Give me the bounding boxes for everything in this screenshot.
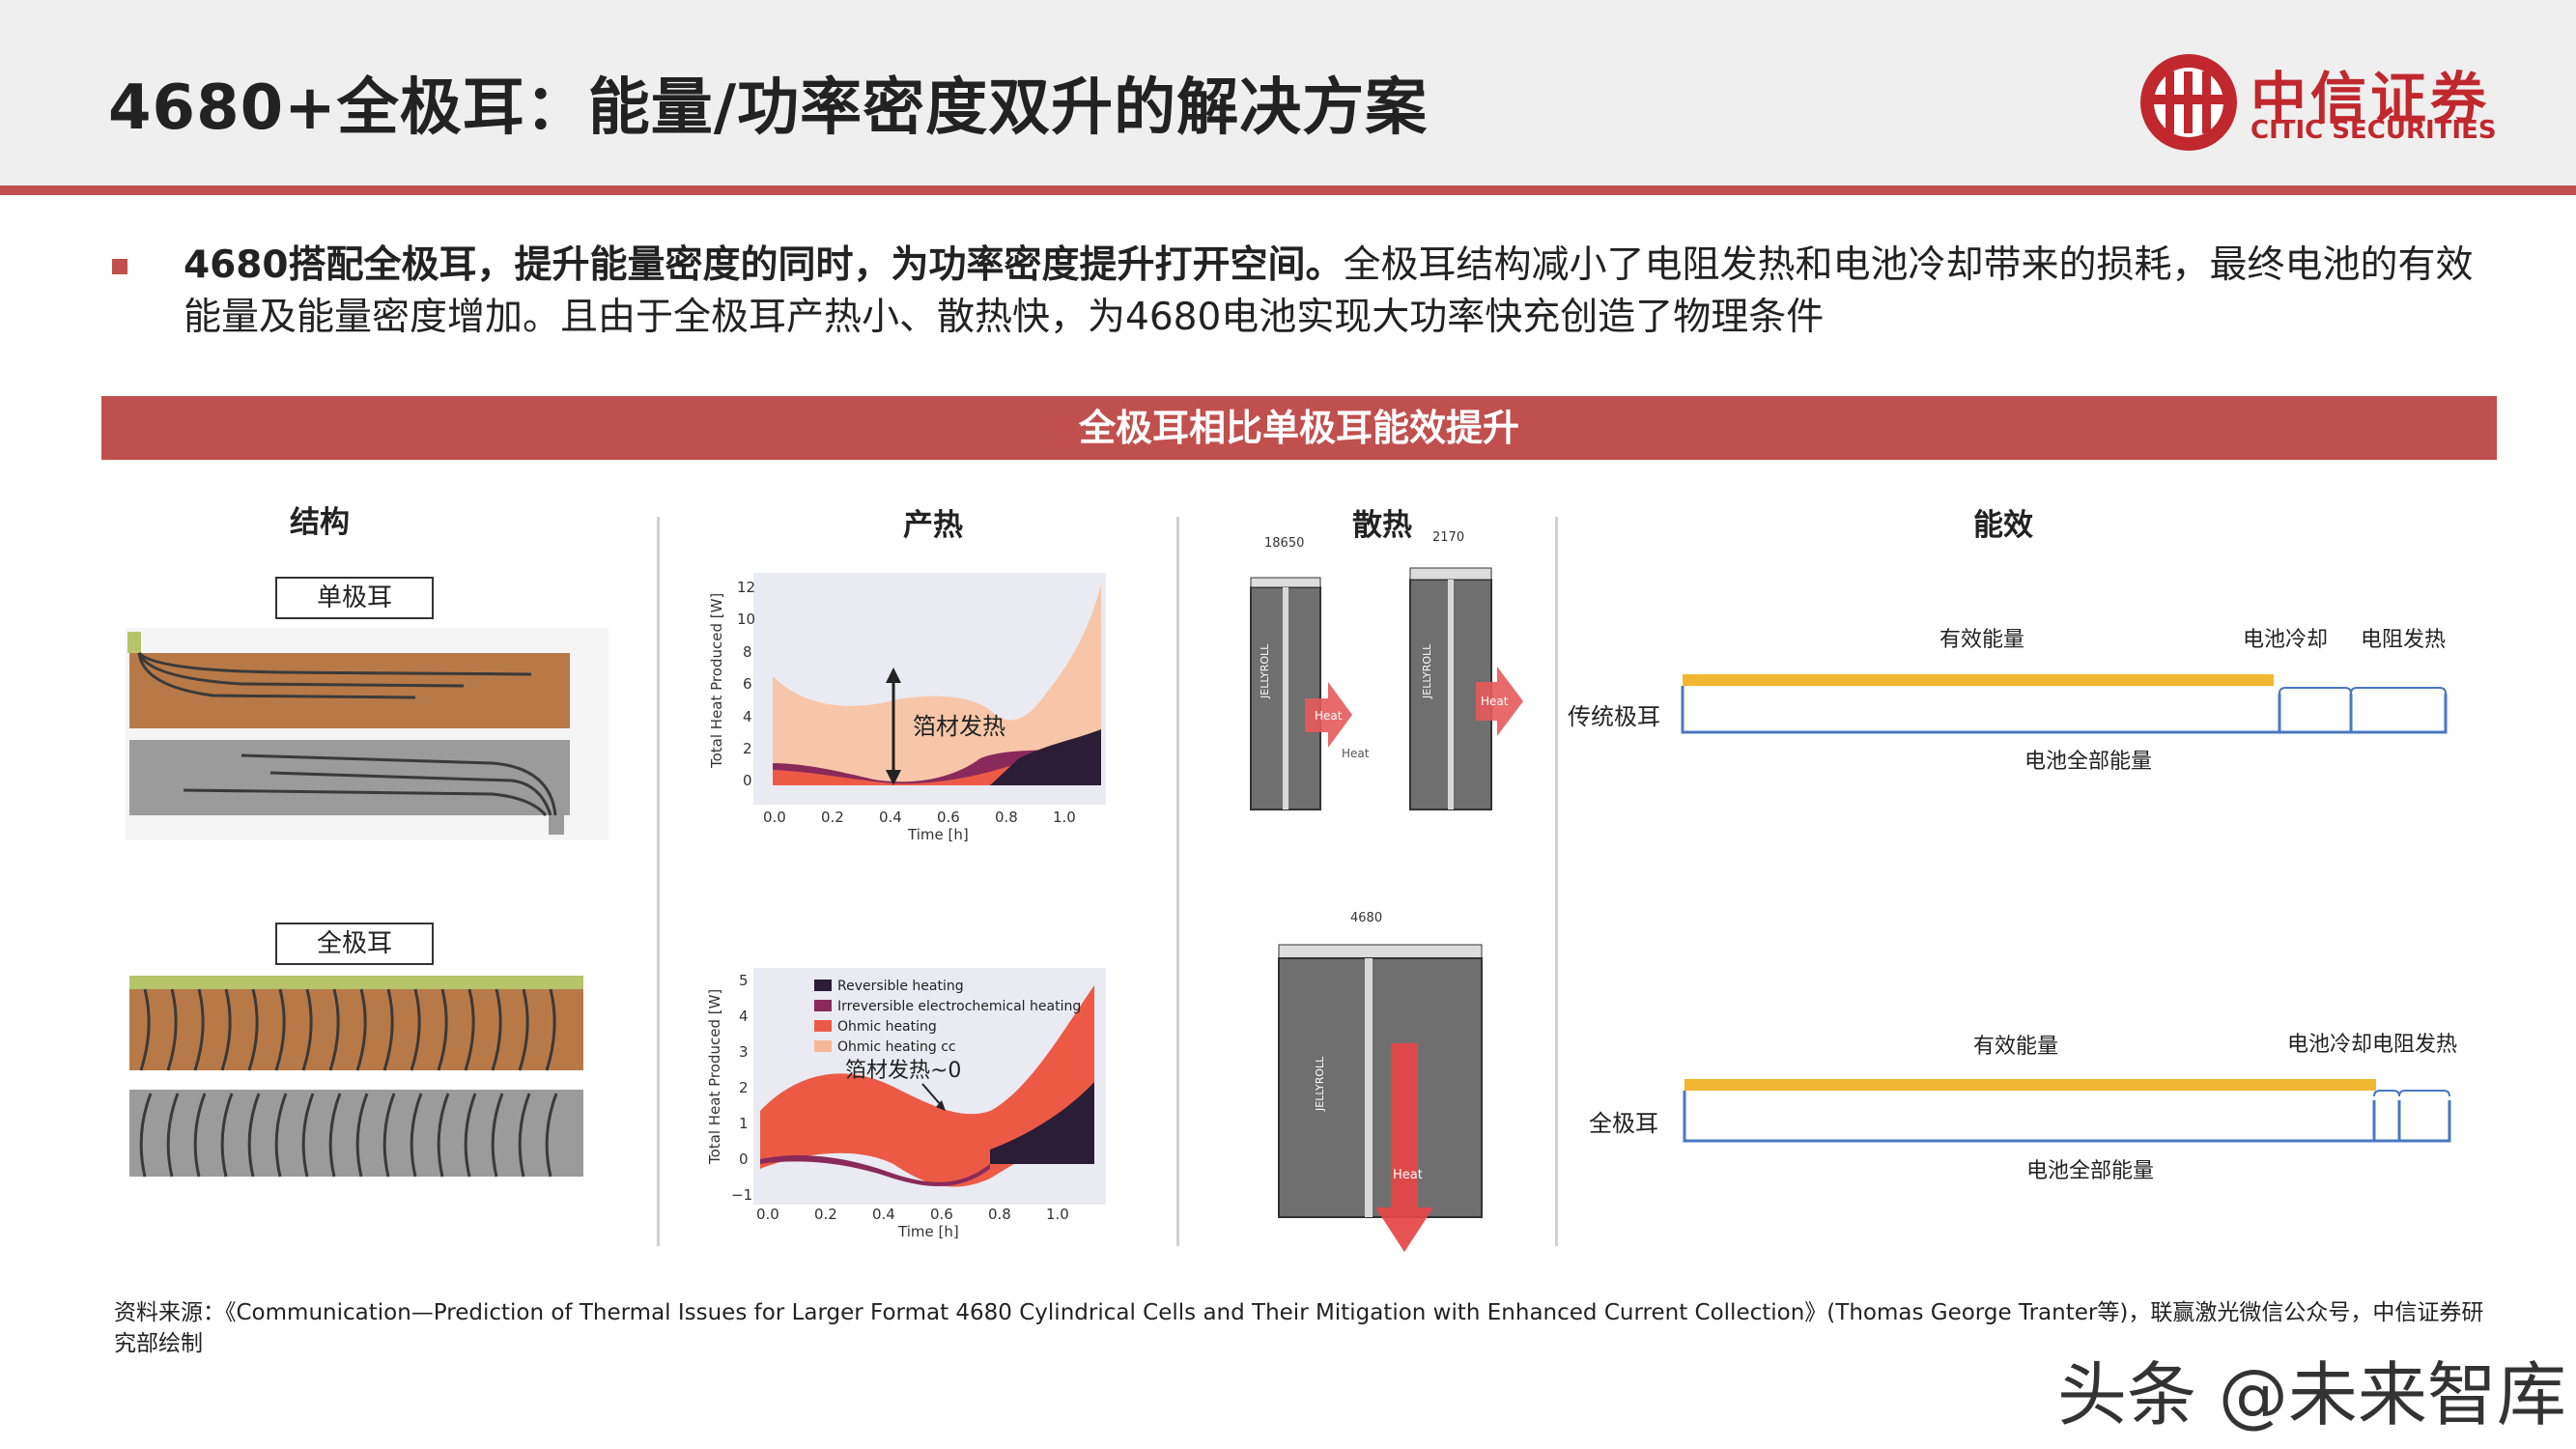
x-axis-label: Time [h] (907, 826, 969, 843)
ytick: 2 (739, 1079, 749, 1096)
legend-item: Reversible heating (837, 979, 964, 994)
trad-energy-bar (1681, 674, 2448, 734)
legend-swatch (814, 1000, 832, 1011)
logo-text-cn: 中信证券 (2250, 66, 2491, 131)
cell-4680-diagram: 4680 JELLYROLL Heat (1278, 911, 1483, 1252)
heat-chart-single-tab: 箔材发热 12 10 8 6 4 2 0 0.0 0.2 0.4 0.6 0.8… (708, 573, 1106, 843)
heat-chart-full-tab: Reversible heating Irreversible electroc… (706, 968, 1106, 1240)
xtick: 0.0 (756, 1206, 779, 1223)
trad-total-label: 电池全部能量 (2024, 750, 2153, 774)
full-effective-bar (1684, 1079, 2376, 1091)
ytick: 12 (737, 579, 755, 596)
x-axis-label: Time [h] (897, 1223, 959, 1240)
citic-logo-icon (2140, 54, 2237, 151)
ytick: 6 (743, 675, 752, 693)
section-title-structure: 结构 (290, 505, 350, 540)
banner-bar (101, 396, 2497, 460)
xtick: 0.4 (879, 809, 902, 826)
ytick: 8 (743, 643, 752, 661)
full-row-label: 全极耳 (1589, 1110, 1658, 1137)
intro-text: 全极耳结构减小了电阻发热和电池冷却带来的损耗，最终电池的有效能量及能量密度增加。… (184, 243, 2474, 339)
xtick: 0.8 (995, 809, 1018, 826)
source-note: 资料来源：《Communication—Prediction of Therma… (114, 1300, 2484, 1356)
full-cooling-resist-label: 电池冷却电阻发热 (2287, 1033, 2458, 1057)
ytick: 1 (739, 1115, 749, 1132)
trad-effective-label: 有效能量 (1939, 628, 2025, 652)
section-title-heat-dissipation: 散热 (1352, 508, 1412, 543)
watermark: 头条 @未来智库 (2057, 1354, 2566, 1435)
xtick: 0.4 (872, 1206, 895, 1223)
section-divider (1176, 517, 1179, 1246)
label-full-tab: 全极耳 (275, 923, 434, 965)
cell-4680-label: 4680 (1350, 911, 1382, 925)
ytick: −1 (731, 1186, 752, 1204)
chart1-annotation: 箔材发热 (913, 713, 1005, 740)
heat-label: Heat (1315, 709, 1343, 723)
xtick: 0.6 (937, 809, 960, 826)
full-tab-electrode-diagram (129, 976, 583, 1178)
trad-row-label: 传统极耳 (1568, 703, 1660, 730)
xtick: 0.6 (930, 1206, 953, 1223)
page-title: 4680+全极耳：能量/功率密度双升的解决方案 (108, 72, 1429, 144)
section-title-efficiency: 能效 (1973, 508, 2033, 543)
xtick: 0.8 (988, 1206, 1011, 1223)
jellyroll-label: JELLYROLL (1259, 643, 1271, 699)
jellyroll-label: JELLYROLL (1421, 643, 1433, 699)
section-divider (657, 517, 660, 1246)
y-axis-label: Total Heat Produced [W] (706, 989, 723, 1165)
chart2-annotation: 箔材发热~0 (845, 1059, 961, 1083)
ytick: 3 (739, 1043, 749, 1061)
full-energy-bar (1683, 1079, 2451, 1143)
heat-label: Heat (1342, 747, 1370, 760)
xtick: 1.0 (1053, 809, 1076, 826)
ytick: 0 (743, 772, 752, 789)
single-tab-electrode-diagram (126, 628, 609, 840)
trad-cooling-label: 电池冷却 (2243, 628, 2329, 652)
xtick: 1.0 (1046, 1206, 1069, 1223)
y-axis-label: Total Heat Produced [W] (708, 593, 725, 769)
label-single-tab: 单极耳 (275, 577, 434, 619)
legend-swatch (814, 1020, 832, 1032)
cells-18650-2170-diagram: 18650 JELLYROLL Heat Heat 2170 JELLYROLL… (1250, 530, 1523, 810)
cell-18650-label: 18650 (1264, 536, 1304, 551)
intro-bold: 4680搭配全极耳，提升能量密度的同时，为功率密度提升打开空间。 (184, 243, 1344, 287)
chart2-legend: Reversible heating Irreversible electroc… (814, 979, 1081, 1055)
legend-item: Ohmic heating (837, 1019, 937, 1035)
logo-text-en: CITIC SECURITIES (2250, 116, 2497, 145)
heat-label: Heat (1481, 695, 1509, 708)
ytick: 4 (743, 708, 752, 725)
legend-swatch (814, 980, 832, 991)
heat-label: Heat (1393, 1168, 1423, 1182)
ytick: 0 (739, 1151, 749, 1168)
header-divider (0, 185, 2576, 195)
legend-item: Irreversible electrochemical heating (837, 999, 1081, 1014)
section-divider (1555, 517, 1558, 1246)
trad-resist-label: 电阻发热 (2361, 628, 2447, 652)
xtick: 0.2 (814, 1206, 837, 1223)
xtick: 0.0 (763, 809, 786, 826)
xtick: 0.2 (821, 809, 844, 826)
banner-title: 全极耳相比单极耳能效提升 (1078, 407, 1519, 449)
jellyroll-label: JELLYROLL (1314, 1056, 1326, 1112)
ytick: 2 (743, 740, 752, 757)
ytick: 10 (737, 611, 755, 628)
cell-2170-label: 2170 (1432, 530, 1464, 545)
intro-paragraph: 4680搭配全极耳，提升能量密度的同时，为功率密度提升打开空间。全极耳结构减小了… (184, 240, 2492, 344)
legend-item: Ohmic heating cc (837, 1039, 956, 1055)
bullet-square-icon (112, 259, 127, 274)
ytick: 5 (739, 972, 749, 989)
full-total-label: 电池全部能量 (2026, 1159, 2155, 1183)
trad-effective-bar (1683, 674, 2274, 686)
ytick: 4 (739, 1008, 749, 1025)
section-title-heat-generation: 产热 (903, 508, 963, 543)
full-effective-label: 有效能量 (1973, 1035, 2059, 1059)
legend-swatch (814, 1040, 832, 1052)
